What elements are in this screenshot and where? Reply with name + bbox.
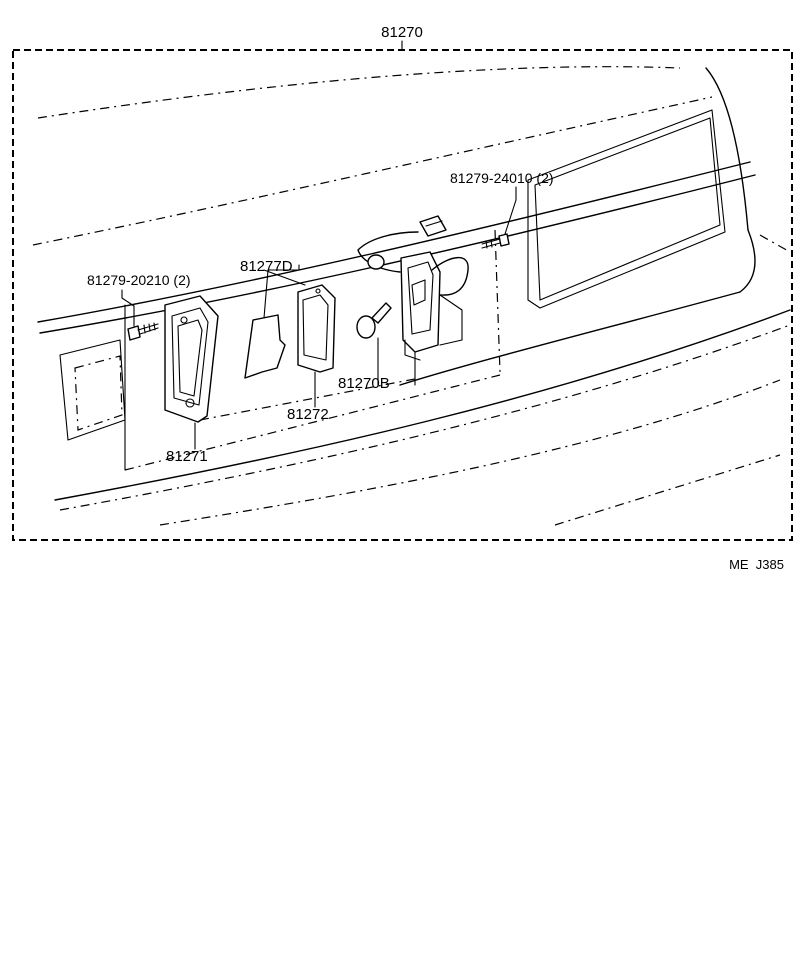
socket-housing	[357, 215, 469, 361]
assembly-label: 81270	[381, 24, 423, 41]
screw-left	[127, 305, 159, 341]
label-lens-gasket: 81272	[287, 406, 329, 423]
vehicle-body-outline	[32, 66, 791, 526]
screw-right	[481, 233, 510, 249]
label-screw-right: 81279-24010 (2)	[450, 170, 554, 186]
gasket-81277D	[244, 314, 286, 379]
lens-81271	[164, 295, 219, 423]
assembly-frame	[12, 49, 793, 541]
bulb-81270B	[356, 302, 392, 386]
label-bulb: 81270B	[338, 375, 390, 392]
drawing-code: ME J385	[729, 557, 784, 572]
label-gasket: 81277D	[240, 258, 293, 275]
label-lens: 81271	[166, 448, 208, 465]
label-screw-left: 81279-20210 (2)	[87, 272, 191, 288]
lens-gasket-81272	[297, 284, 336, 373]
leader-lines	[121, 186, 517, 450]
